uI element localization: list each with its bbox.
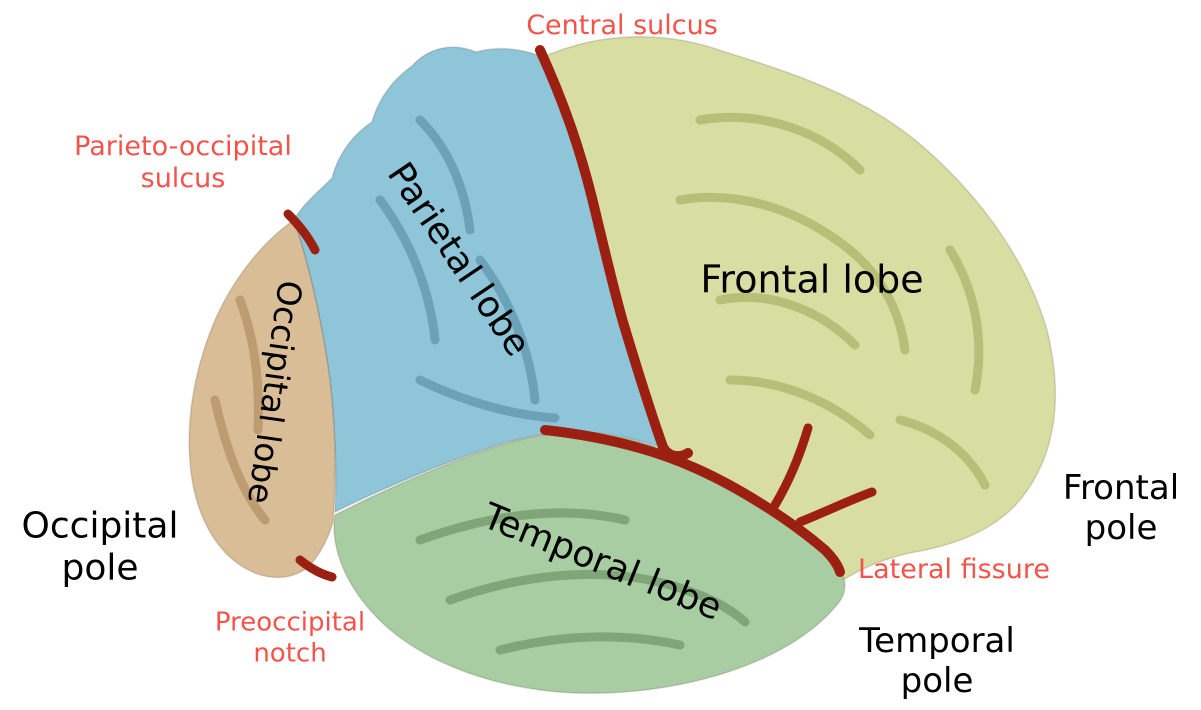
- frontal-gyri-texture: [675, 113, 990, 490]
- lateral-fissure-branch-up: [770, 423, 813, 510]
- occipital-gyri-texture: [210, 295, 270, 525]
- central-sulcus-line: [535, 45, 693, 462]
- frontal-pole-label: Frontal pole: [1062, 467, 1180, 548]
- lateral-fissure-branch-right: [795, 487, 877, 527]
- parieto-occipital-sulcus-line: [283, 209, 320, 255]
- central-sulcus-label: Central sulcus: [526, 10, 718, 42]
- parieto-occipital-sulcus-label: Parieto-occipital sulcus: [74, 131, 292, 194]
- occipital-pole-label: Occipital pole: [21, 505, 179, 589]
- temporal-pole-label: Temporal pole: [859, 620, 1015, 701]
- lateral-fissure-label: Lateral fissure: [858, 554, 1050, 586]
- preoccipital-notch-label: Preoccipital notch: [214, 607, 366, 668]
- frontal-lobe-label: Frontal lobe: [700, 257, 924, 302]
- lateral-fissure-line: [540, 425, 845, 577]
- temporal-gyri-texture: [415, 508, 750, 655]
- parietal-gyri-texture: [375, 115, 560, 423]
- preoccipital-notch-line: [295, 555, 337, 582]
